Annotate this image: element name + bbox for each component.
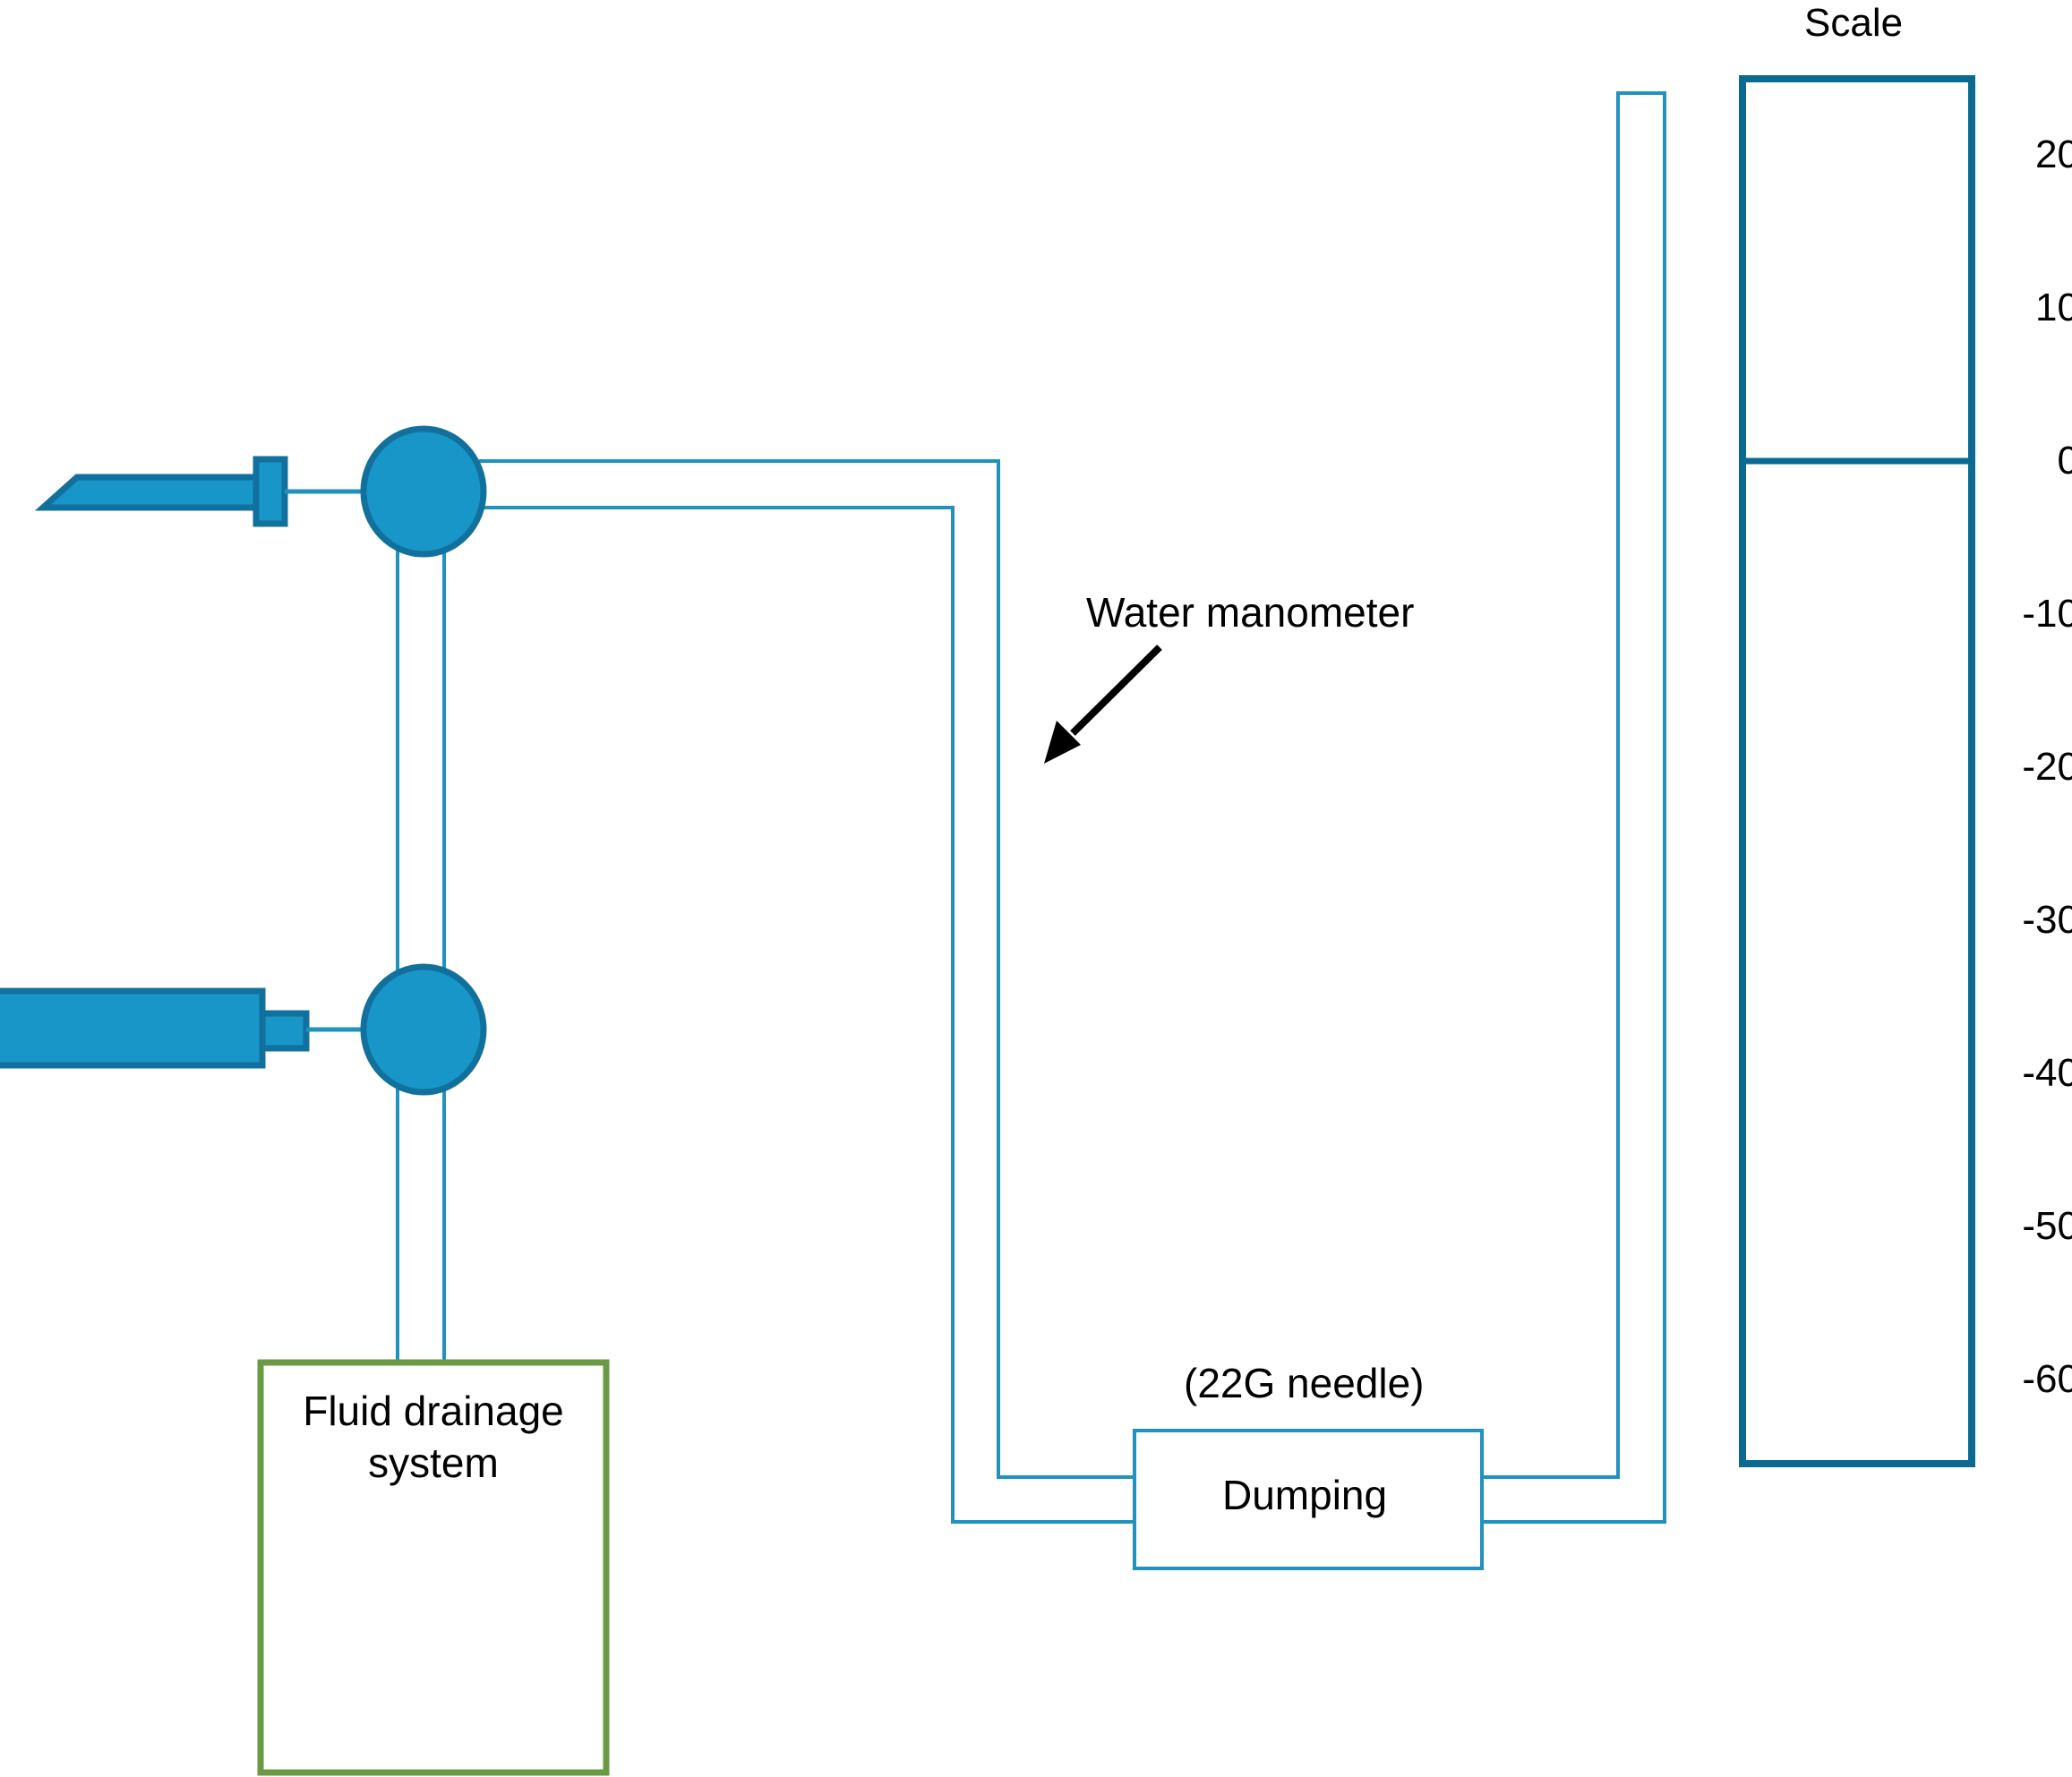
stopcock-lower-icon xyxy=(360,963,487,1096)
water-manometer-label: Water manometer xyxy=(1086,589,1415,636)
scale-tick: -20 xyxy=(2022,745,2072,789)
scale-tick: 20 xyxy=(2035,132,2072,176)
syringe-icon xyxy=(0,987,364,1069)
pointer-arrow-icon xyxy=(1044,645,1162,764)
manometer-column xyxy=(1482,91,1666,1524)
scale-box xyxy=(1739,75,1975,1467)
needle-shaft xyxy=(34,474,261,511)
manometer-tube-left xyxy=(479,459,1134,1524)
syringe-barrel xyxy=(0,987,266,1069)
dumping-label: Dumping xyxy=(1222,1472,1388,1518)
scale-tick: 0 xyxy=(2057,439,2072,483)
fluid-drainage-box xyxy=(257,1359,610,1776)
needle-gauge-label: (22G needle) xyxy=(1184,1360,1425,1406)
scale-tick: 10 xyxy=(2035,286,2072,329)
syringe-tip xyxy=(259,1010,310,1052)
scale-tick: -30 xyxy=(2022,898,2072,942)
scale-tick: -60 xyxy=(2022,1357,2072,1401)
fluid-drainage-label: Fluid drainage system xyxy=(303,1388,564,1486)
needle-hub xyxy=(253,456,288,527)
scale-tick: -40 xyxy=(2022,1051,2072,1095)
scale-title: Scale xyxy=(1804,1,1904,45)
scale-tick-labels: 20 10 0 -10 -20 -30 -40 -50 -60 xyxy=(1997,0,2072,1777)
stopcock-upper-icon xyxy=(360,425,487,558)
scale-tick: -10 xyxy=(2022,592,2072,636)
scale-tick: -50 xyxy=(2022,1204,2072,1248)
vertical-tube xyxy=(396,537,446,1363)
needle-icon xyxy=(34,456,364,527)
damping-box xyxy=(1133,1429,1484,1570)
